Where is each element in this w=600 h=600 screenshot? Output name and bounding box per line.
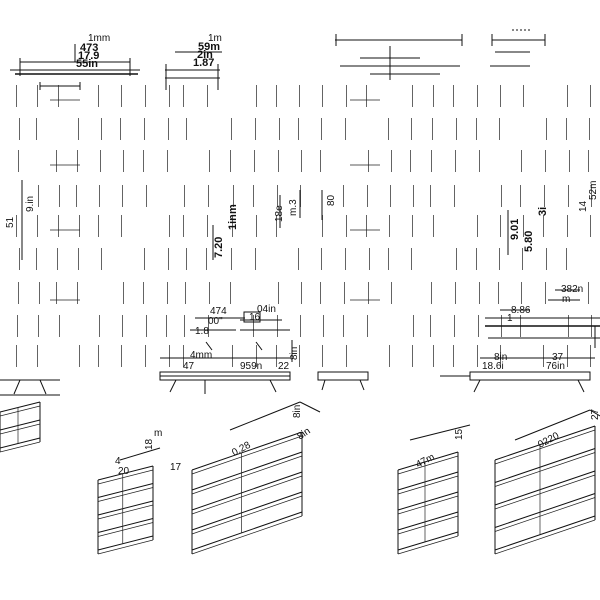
label-mid-v-1: 7.20 <box>213 237 225 258</box>
label-mid-small-5: 1.8 <box>195 326 209 337</box>
label-top-left-3: 17.9 <box>78 50 99 62</box>
label-top-left-2: 473 <box>80 42 98 54</box>
label-iso-2: 18 <box>144 438 155 450</box>
label-right-bottom-4: 76in <box>546 361 565 372</box>
label-bottom-mid-2: 47 <box>183 361 195 372</box>
middle-base-section: 474 04in 00" 16 1.8 4mm 47 959n 22 8in <box>159 304 369 394</box>
label-mid-small-1: 474 <box>210 306 227 317</box>
label-iso-7: 8in <box>292 405 303 418</box>
isometric-views <box>0 401 600 555</box>
label-mid-v-3: m <box>227 204 239 214</box>
label-center-v-3: 80 <box>326 194 337 206</box>
label-right-v-1: 9.01 <box>509 219 521 240</box>
label-right-bottom-2: 37 <box>552 352 564 363</box>
label-bottom-mid-5: 8in <box>289 347 300 360</box>
label-far-right-2: 52m <box>588 181 599 200</box>
label-iso-4: m <box>154 428 162 439</box>
top-left-dimension: 1mm 473 17.9 55in <box>10 33 140 90</box>
right-vertical-dimension: 9.01 5.80 3i 14 52m <box>507 181 599 255</box>
label-top-mid-1: 1m <box>208 33 222 44</box>
label-right-v-3: 3i <box>537 207 549 216</box>
label-top-mid-4: 1.87 <box>193 57 214 69</box>
label-left-v-2: 9.in <box>25 196 36 212</box>
isometric-labels: 20 18 17 m 0.28 8in 8in 47m 15 0220 27 4 <box>115 405 600 477</box>
label-right-v-2: 5.80 <box>523 231 535 252</box>
label-iso-9: 15 <box>454 428 465 440</box>
right-base-section: 382n m 8.86 1 8in 37 18.6i 76in <box>440 284 600 393</box>
label-iso-11: 27 <box>590 408 600 420</box>
center-vertical-dimension: 18e m.3 80 <box>274 190 337 228</box>
label-right-small-3: 8.86 <box>511 305 531 316</box>
label-right-small-2: m <box>562 294 570 305</box>
label-center-v-1: 18e <box>274 205 285 222</box>
label-mid-small-4: 16 <box>249 312 261 323</box>
label-top-mid-3: 2in <box>197 49 213 61</box>
label-mid-small-3: 00" <box>208 316 223 327</box>
label-far-right-1: 14 <box>578 200 589 212</box>
label-bottom-mid-4: 22 <box>278 361 290 372</box>
label-iso-3: 17 <box>170 462 182 473</box>
label-top-mid-2: 59m <box>198 41 220 53</box>
elevation-line-field <box>16 85 592 367</box>
top-mid-dimension: 1m 59m 2in 1.87 <box>165 33 222 90</box>
label-center-v-2: m.3 <box>288 199 299 216</box>
label-bottom-mid-3: 959n <box>240 361 262 372</box>
label-top-left-1: 1mm <box>88 33 110 44</box>
label-right-small-4: 1 <box>507 313 513 324</box>
label-right-bottom-1: 8in <box>494 352 507 363</box>
left-base-section <box>0 379 60 396</box>
left-vertical-dimension: 51 9.in <box>5 180 36 260</box>
label-iso-8: 47m <box>414 452 436 471</box>
mid-vertical-dimension: 7.20 1in m <box>212 204 239 260</box>
label-right-small-1: 382n <box>561 284 583 295</box>
label-iso-12: 4 <box>115 456 121 467</box>
label-mid-small-2: 04in <box>257 304 276 315</box>
label-left-v-1: 51 <box>5 216 16 228</box>
label-top-left-4: 55in <box>76 58 98 70</box>
label-right-bottom-3: 18.6i <box>482 361 504 372</box>
label-iso-6: 8in <box>295 426 312 443</box>
label-iso-10: 0220 <box>536 430 561 450</box>
label-mid-v-2: 1in <box>227 214 239 230</box>
label-bottom-mid-1: 4mm <box>190 350 212 361</box>
label-iso-1: 20 <box>118 466 130 477</box>
top-right-dimension <box>335 29 546 80</box>
